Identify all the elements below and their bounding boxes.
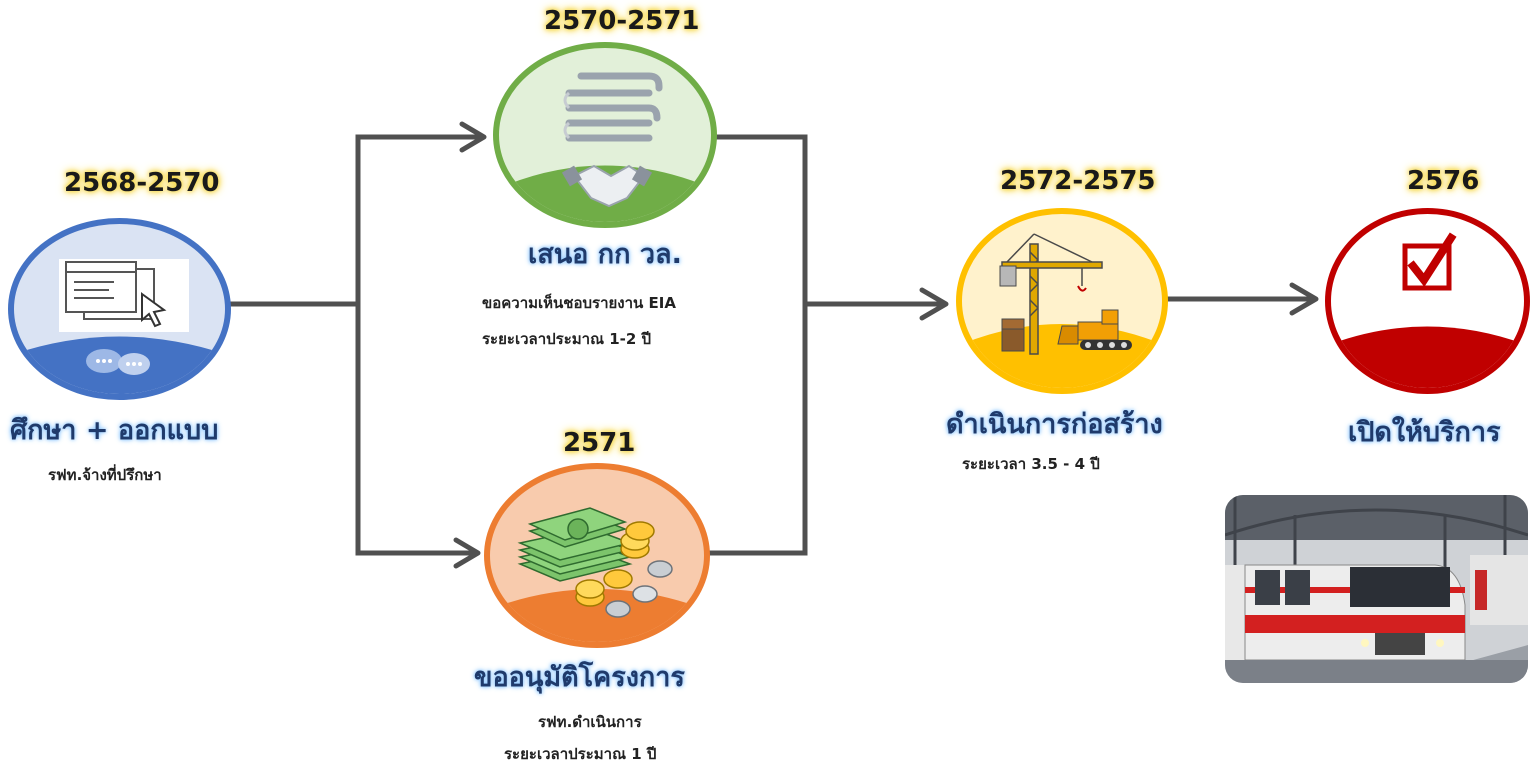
eia-subtitle-1: ขอความเห็นชอบรายงาน EIA [482,294,676,312]
construction-year: 2572-2575 [1000,166,1156,196]
study-year: 2568-2570 [64,168,220,198]
money-coins-icon [490,507,704,642]
arrowhead-service [1289,282,1319,316]
arrowhead-eia [459,121,487,153]
service-circle [1325,208,1530,394]
study-title: ศึกษา + ออกแบบ [10,415,219,446]
eia-title: เสนอ กก วล. [528,239,682,270]
approval-year: 2571 [563,428,636,458]
approval-subtitle-2: ระยะเวลาประมาณ 1 ปี [504,745,657,763]
construction-circle [956,208,1168,394]
service-year: 2576 [1407,166,1480,196]
crane-bulldozer-icon [962,233,1162,388]
eia-year: 2570-2571 [544,6,700,36]
approval-subtitle-1: รฟท.ดำเนินการ [538,713,642,731]
study-subtitle: รฟท.จ้างที่ปรึกษา [48,466,162,484]
arrowhead-approval [453,537,481,569]
construction-subtitle: ระยะเวลา 3.5 - 4 ปี [962,455,1100,473]
arrowhead-construction [919,287,949,321]
document-cursor-icon [14,259,225,394]
approval-title: ขออนุมัติโครงการ [474,662,685,693]
construction-title: ดำเนินการก่อสร้าง [946,409,1163,440]
documents-handshake-icon [499,72,711,222]
approval-circle [484,463,710,648]
study-circle [8,218,231,400]
eia-circle [493,42,717,228]
train-photo [1225,495,1528,683]
eia-subtitle-2: ระยะเวลาประมาณ 1-2 ปี [482,330,652,348]
checkbox-icon [1331,232,1524,388]
service-title: เปิดให้บริการ [1348,417,1501,448]
